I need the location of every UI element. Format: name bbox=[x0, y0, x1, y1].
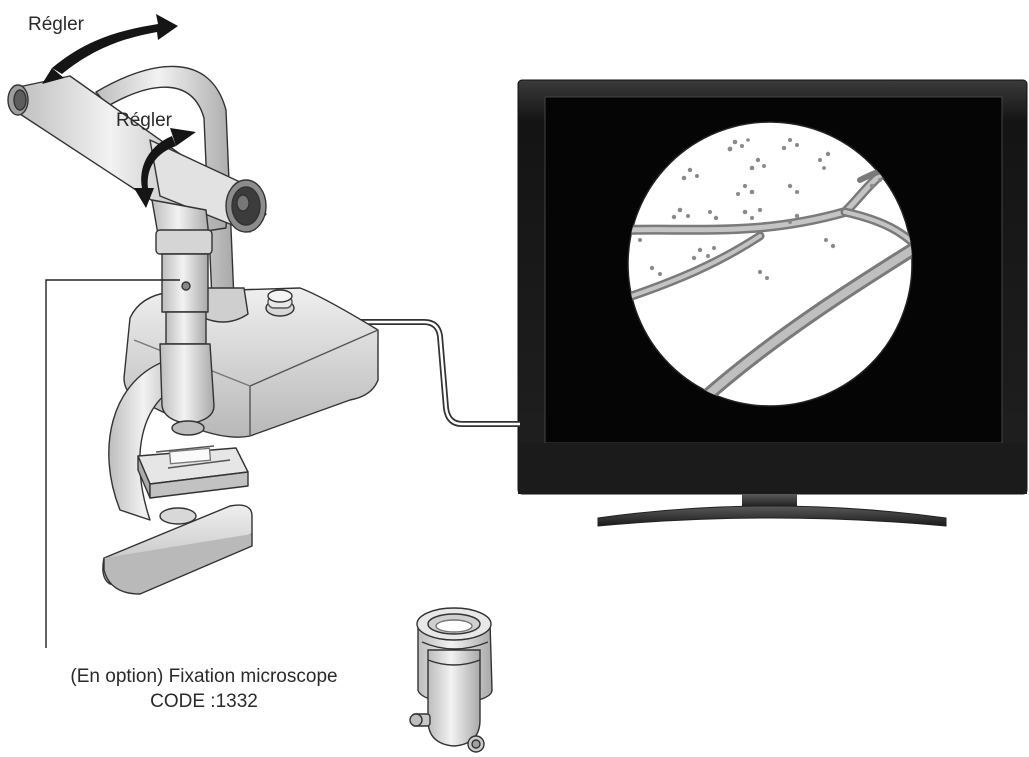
accessory-caption-line1: (En option) Fixation microscope bbox=[70, 666, 338, 687]
specimen-cells bbox=[638, 137, 882, 280]
monitor-neck bbox=[742, 494, 797, 508]
monitor-chin bbox=[518, 443, 1027, 494]
microscope-attachment-accessory bbox=[409, 607, 493, 753]
adjust-label-head: Régler bbox=[28, 14, 84, 35]
video-cable bbox=[326, 319, 520, 427]
adjust-arrow-head bbox=[42, 14, 178, 84]
accessory-caption: (En option) Fixation microscope CODE :13… bbox=[14, 664, 394, 714]
accessory-caption-line2: CODE :1332 bbox=[150, 691, 258, 712]
magnified-view bbox=[627, 121, 913, 407]
monitor-base bbox=[597, 505, 947, 527]
adjust-label-camera: Régler bbox=[116, 110, 172, 131]
callout-leader-line bbox=[45, 279, 180, 648]
camera-head bbox=[7, 75, 267, 233]
microscope-arm bbox=[108, 359, 187, 521]
monitor bbox=[517, 79, 1028, 527]
adjust-arrow-camera bbox=[134, 128, 196, 208]
microscope-camera-assembly bbox=[7, 65, 379, 595]
